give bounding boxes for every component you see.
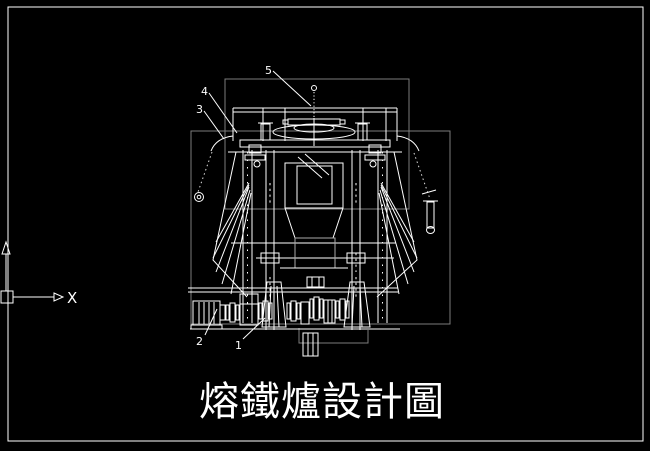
hinge-brackets [244, 144, 386, 168]
construction-rectangles [190, 78, 451, 344]
drive-motor [190, 300, 226, 330]
ucs-icon: X [0, 240, 77, 307]
left-suspension-spring [194, 151, 213, 202]
callout-4: 4 [201, 85, 208, 98]
right-support-column [377, 150, 388, 323]
drive-train [190, 281, 371, 357]
bottom-shaft [302, 332, 319, 357]
callout-3: 3 [196, 103, 203, 116]
x-axis-arrow-icon [53, 292, 65, 302]
x-axis-label: X [67, 289, 77, 307]
right-pedestal [343, 281, 371, 328]
y-axis-arrow-icon [1, 240, 11, 255]
sheet-border [7, 6, 644, 442]
callouts: 5 4 3 1 2 [196, 64, 312, 352]
furnace-lid [228, 122, 402, 153]
charging-hopper [232, 107, 398, 141]
callout-1: 1 [235, 339, 242, 352]
callout-5: 5 [265, 64, 272, 77]
elbow-pipes [210, 135, 420, 152]
crucible-chamber [280, 153, 348, 269]
right-suspension-spring [413, 152, 438, 234]
shell-ribs [212, 151, 418, 298]
drawing-title: 熔鐵爐設計圖 [199, 379, 445, 425]
bearing-block [323, 299, 336, 324]
gearbox [239, 293, 259, 326]
base-rails [188, 276, 400, 330]
guide-columns [265, 150, 361, 330]
callout-2: 2 [196, 335, 203, 348]
left-support-column [242, 150, 253, 323]
tie-rods [231, 242, 396, 264]
left-pedestal [261, 281, 287, 328]
spindle-assembly [282, 85, 346, 146]
